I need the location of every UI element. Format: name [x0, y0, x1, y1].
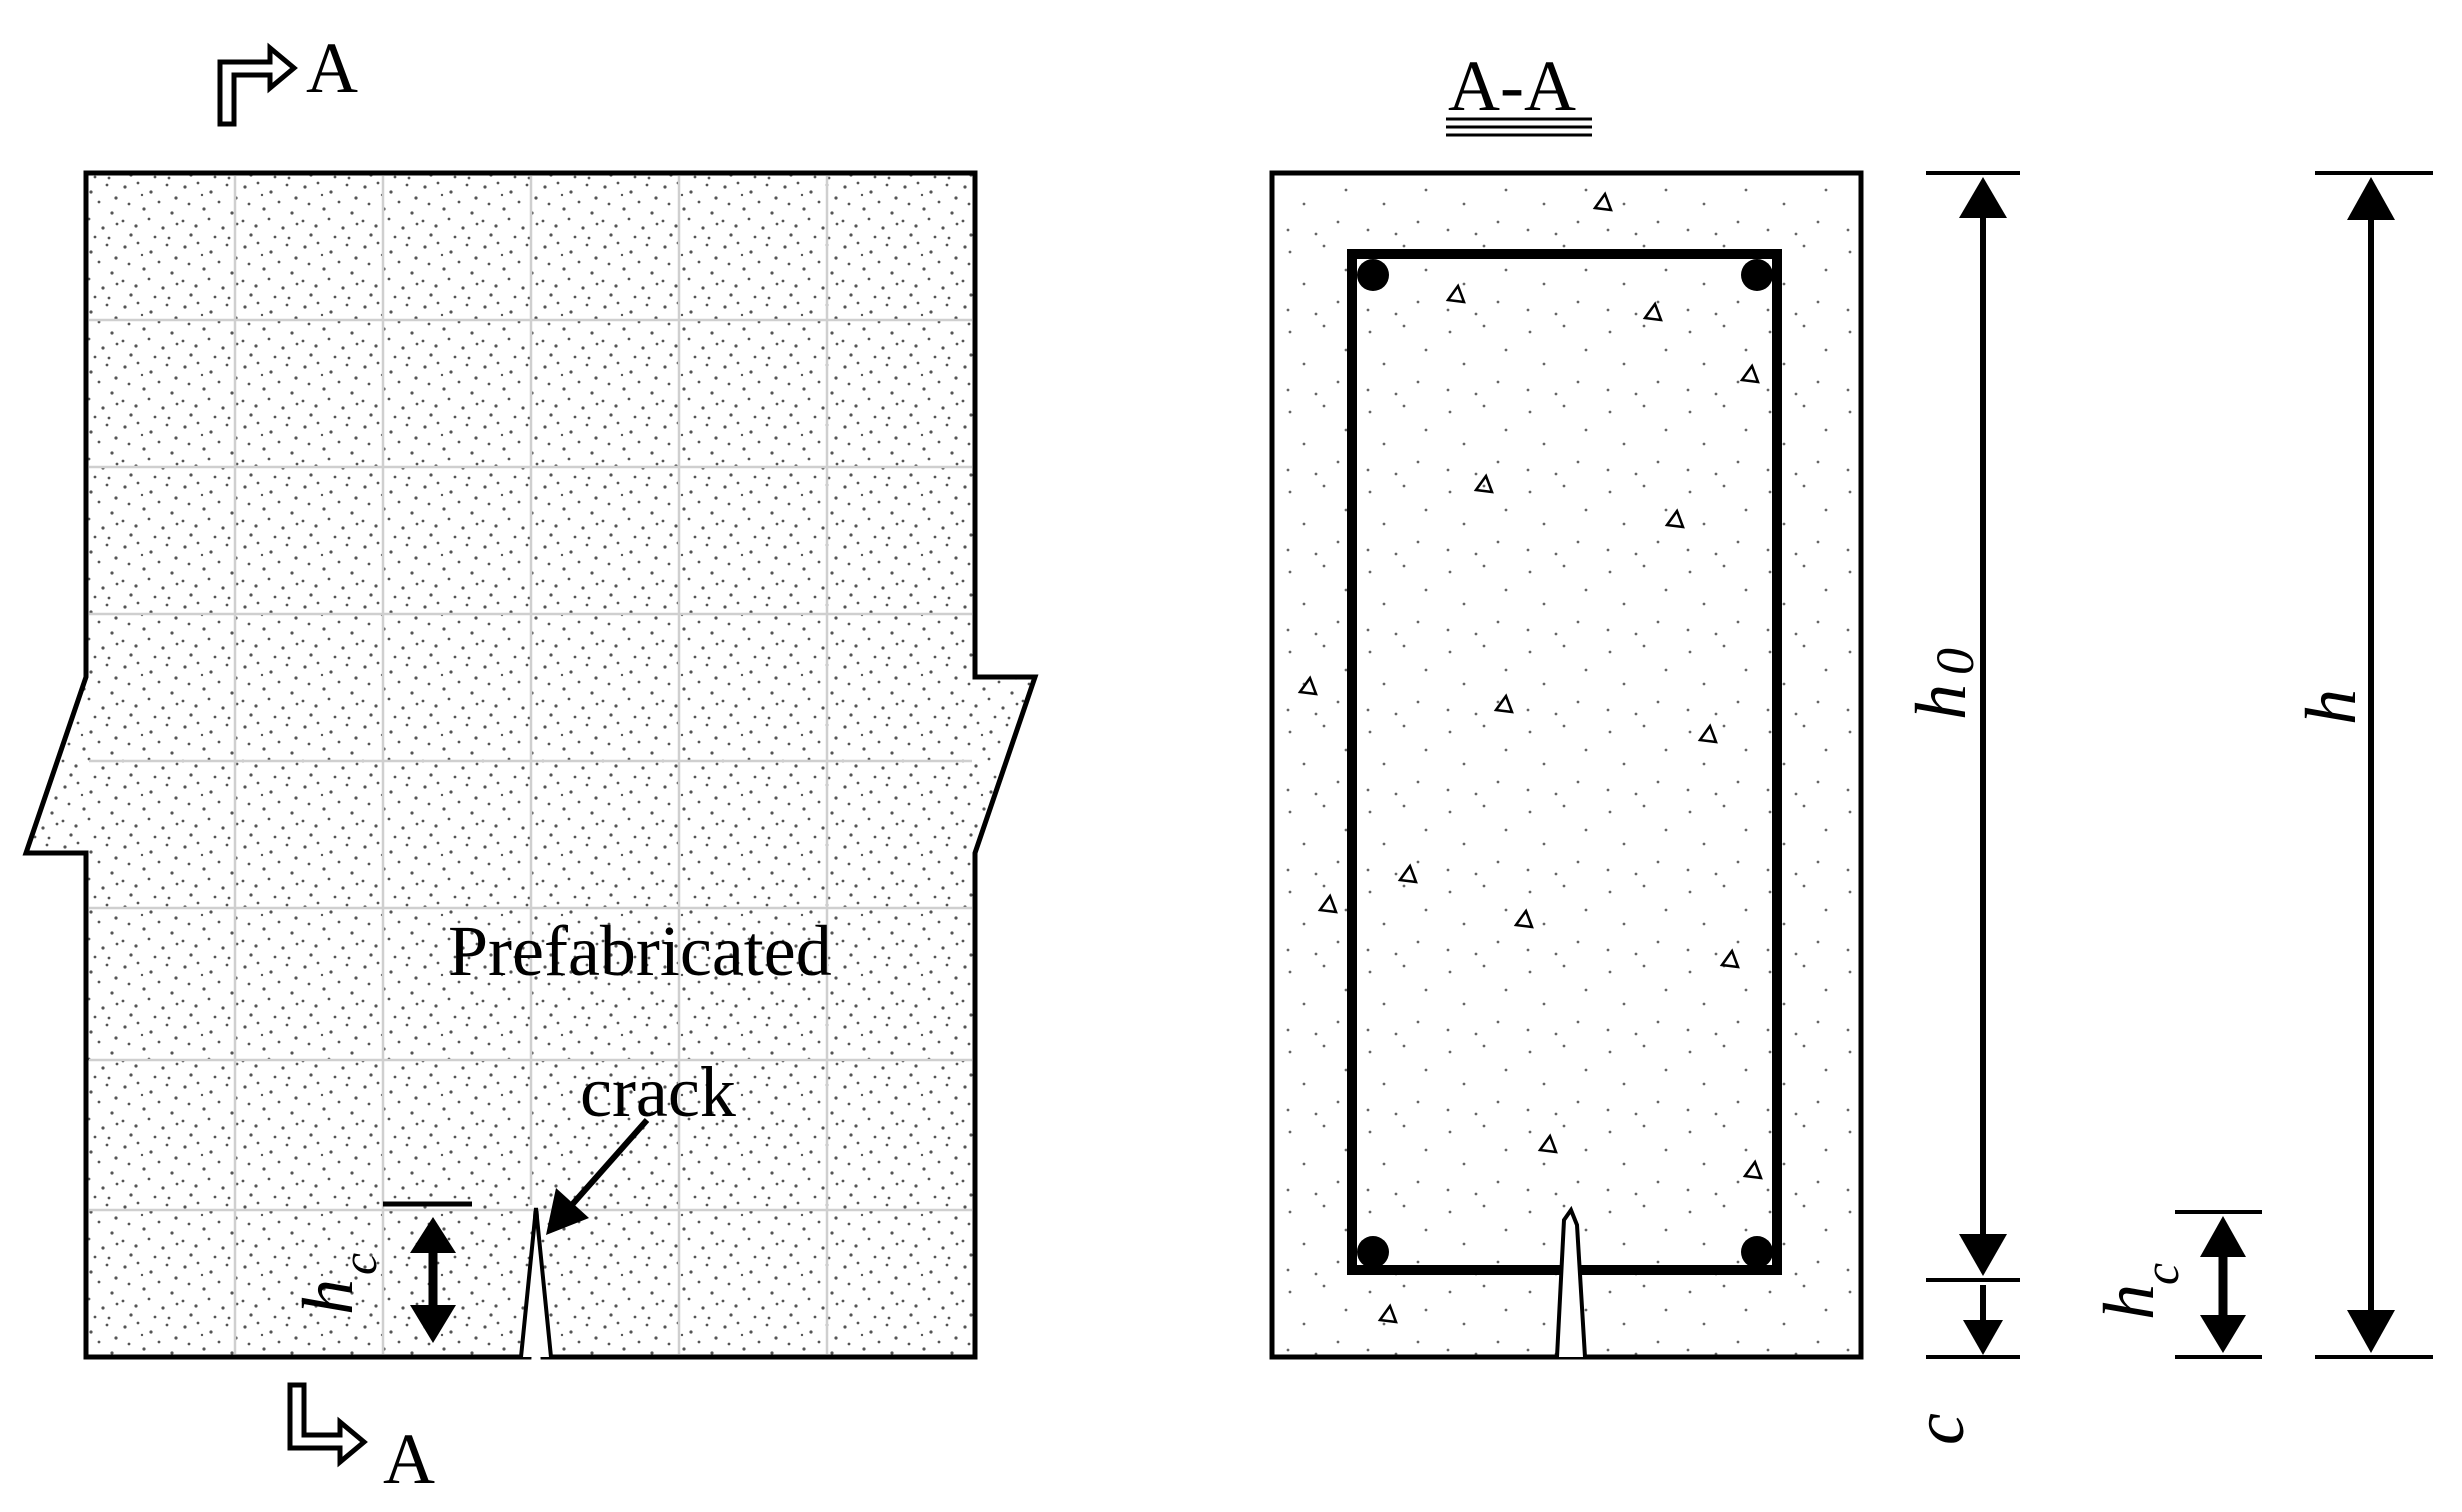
prefabricated-label: Prefabricated — [448, 911, 832, 991]
total-depth-symbol: h — [2291, 689, 2371, 725]
section-outline — [1269, 170, 1864, 1360]
total-depth-dimension: h — [2291, 171, 2433, 1359]
section-marker-top-label: A — [306, 28, 358, 108]
crack-height-dimension-left: h c — [288, 1201, 472, 1343]
effective-depth-dimension: h 0 — [1901, 171, 2020, 1359]
section-title-underline — [1446, 117, 1592, 137]
crack-height-symbol-right: h — [2089, 1284, 2169, 1320]
effective-depth-subscript: 0 — [1925, 648, 1985, 675]
crack-height-subscript: c — [331, 1253, 387, 1275]
section-arrow-icon — [217, 42, 298, 127]
beam-elevation — [22, 170, 1039, 1360]
effective-depth-symbol: h — [1901, 684, 1981, 720]
section-marker-bottom: A — [287, 1382, 435, 1499]
section-marker-bottom-label: A — [383, 1419, 435, 1499]
crack-height-symbol: h — [288, 1279, 368, 1315]
beam-grid — [89, 176, 972, 1354]
rebar — [1357, 259, 1389, 291]
aggregate-marks — [1297, 191, 1763, 1324]
section-title: A-A — [1448, 46, 1576, 126]
section-marker-top: A — [217, 28, 358, 127]
crack-notch — [519, 1207, 553, 1358]
crack-height-subscript-right: c — [2133, 1263, 2189, 1285]
rebar — [1357, 1236, 1389, 1268]
cover-dimension: c — [1899, 1285, 2003, 1445]
crack-label: crack — [580, 1052, 736, 1132]
cross-section — [1269, 170, 1864, 1360]
cover-symbol: c — [1899, 1413, 1979, 1445]
section-arrow-icon — [287, 1382, 368, 1468]
crack-notch-section — [1555, 1205, 1587, 1358]
rebar — [1741, 259, 1773, 291]
crack-pointer-arrow — [546, 1118, 650, 1235]
crack-height-dimension-right: h c — [2089, 1210, 2262, 1359]
rebar — [1741, 1236, 1773, 1268]
